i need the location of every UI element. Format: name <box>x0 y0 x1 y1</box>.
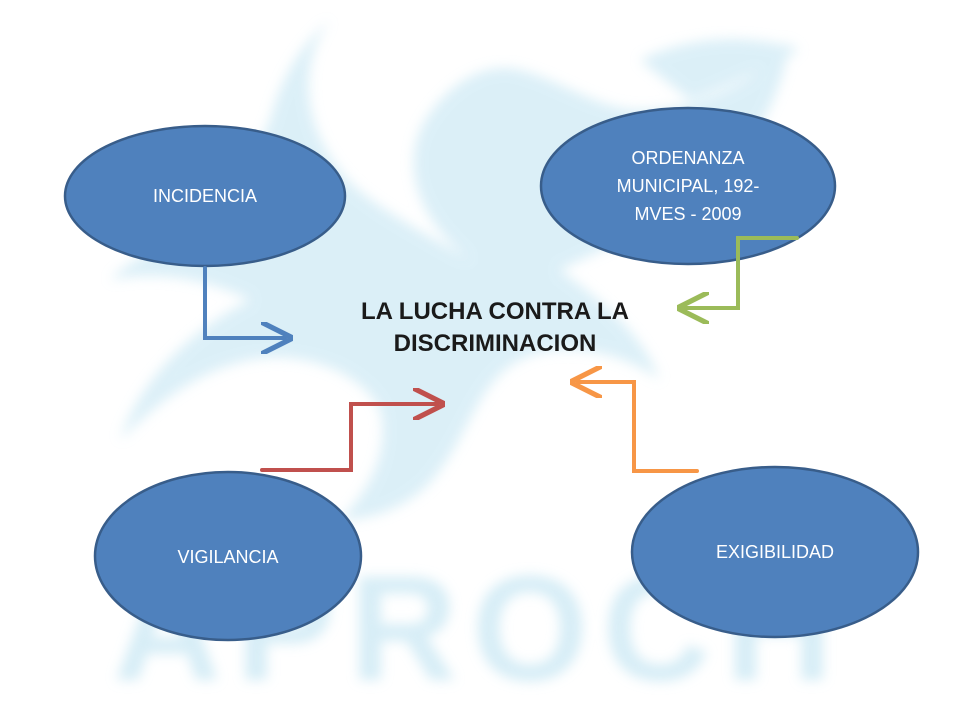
center-title-line-1: LA LUCHA CONTRA LA <box>361 298 629 325</box>
connector-incidencia-arrow <box>203 266 285 338</box>
node-exigibilidad-ellipse <box>630 465 920 639</box>
connector-ordenanza-arrow <box>685 236 799 308</box>
node-ordenanza-line-1: ORDENANZA <box>631 148 745 168</box>
node-incidencia-label: INCIDENCIA <box>152 186 257 206</box>
connector-exigibilidad-arrow <box>578 382 699 473</box>
center-title: LA LUCHA CONTRA LA DISCRIMINACION <box>330 296 660 360</box>
node-ordenanza-ellipse <box>539 106 837 266</box>
connector-vigilancia-arrow <box>260 404 437 472</box>
node-ordenanza-line-3: MVES - 2009 <box>634 204 742 224</box>
node-ordenanza-label: ORDENANZA MUNICIPAL, 192- MVES - 2009 <box>541 140 835 232</box>
node-ordenanza-line-2: MUNICIPAL, 192- <box>616 176 760 196</box>
node-vigilancia-label: VIGILANCIA <box>177 547 279 567</box>
node-vigilancia-ellipse <box>93 470 363 642</box>
node-exigibilidad-label: EXIGIBILIDAD <box>715 542 835 562</box>
center-title-line-2: DISCRIMINACION <box>393 330 597 357</box>
